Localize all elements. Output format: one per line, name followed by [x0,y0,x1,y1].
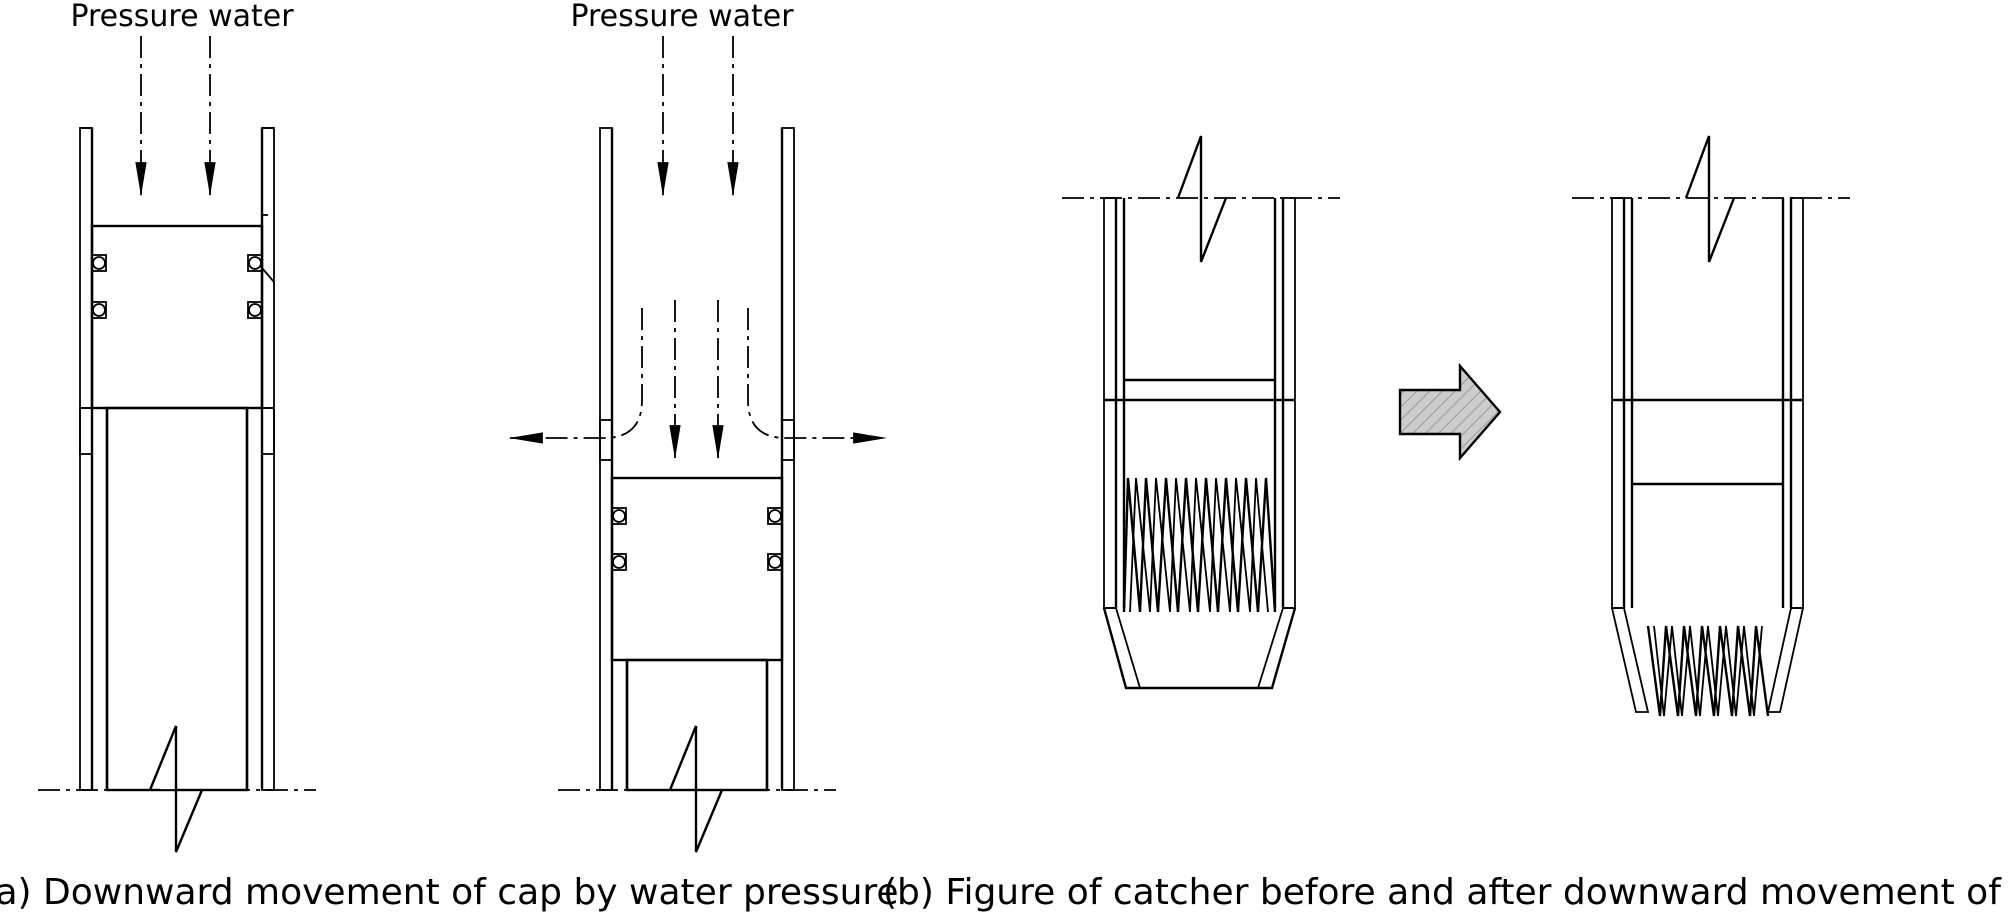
caption-b: (b) Figure of catcher before and after d… [883,872,2008,913]
catcher-wall-left [1103,197,1117,609]
figure-b-after [1572,135,1850,717]
catcher-wall-right [1790,197,1804,609]
o-ring [611,553,627,571]
pressure-water-label-2: Pressure water [570,0,794,34]
o-ring [767,507,783,525]
o-ring [91,254,107,272]
catcher-wall-left [1611,197,1625,609]
figure-a-left: Pressure water [38,0,316,853]
casing-wall-left [79,127,93,791]
casing-wall-right [781,127,795,791]
casing-wall-right [261,127,275,791]
o-ring [611,507,627,525]
catcher-wall-right [1282,197,1296,609]
o-ring [247,301,263,319]
cap [90,224,264,410]
o-ring [247,254,263,272]
caption-a: (a) Downward movement of cap by water pr… [0,872,899,913]
o-ring [91,301,107,319]
pressure-water-label-1: Pressure water [70,0,294,34]
o-ring [767,553,783,571]
casing-wall-left [599,127,613,791]
figure-a-right: Pressure water [508,0,888,853]
cap [610,476,784,662]
figure-b-before [1062,135,1340,690]
catcher-spring [1122,477,1277,613]
catcher-spring [1646,625,1770,717]
